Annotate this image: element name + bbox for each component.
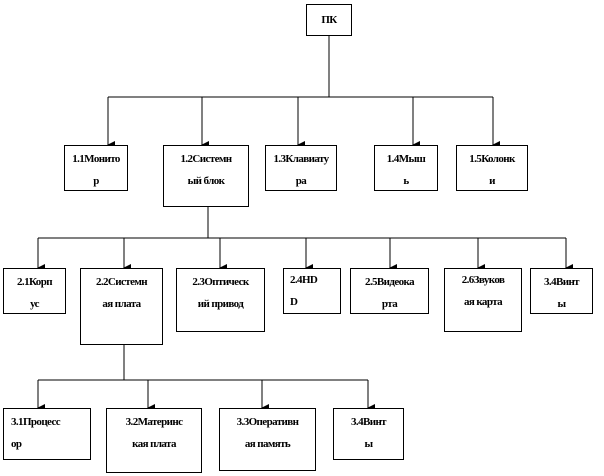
node-screws-l3: 3.4Винт ы <box>333 408 404 460</box>
node-label: 3.4Винт <box>351 416 387 428</box>
node-label: 1.5Колонк <box>469 153 515 165</box>
node-label: ая память <box>244 438 291 450</box>
node-label: и <box>489 175 495 187</box>
node-label: ь <box>403 175 409 187</box>
node-label: кая плата <box>132 438 176 450</box>
node-label: 2.1Корп <box>17 276 53 288</box>
node-video-card: 2.5Видеока рта <box>350 268 429 314</box>
node-ram: 3.3Оперативн ая память <box>219 408 316 471</box>
node-case: 2.1Корп ус <box>3 268 66 314</box>
node-label: ый блок <box>187 175 225 187</box>
node-label: ПК <box>321 14 337 26</box>
node-label: 2.5Видеока <box>364 276 415 288</box>
node-label: 2.2Системн <box>95 276 148 288</box>
node-pc: ПК <box>306 4 352 36</box>
node-keyboard: 1.3Клавиату ра <box>265 145 337 191</box>
node-label: ая плата <box>102 298 141 310</box>
node-sound-card: 2.6Звуков ая карта <box>444 268 522 332</box>
node-label: ы <box>364 438 374 450</box>
node-hdd: 2.4HD D <box>283 268 341 314</box>
node-speakers: 1.5Колонк и <box>456 145 528 191</box>
node-label: ус <box>30 298 39 310</box>
node-label: ор <box>11 438 22 450</box>
node-monitor: 1.1Монито р <box>64 145 128 191</box>
node-label: 1.3Клавиату <box>273 153 329 165</box>
node-label: 3.1Процесс <box>11 416 61 428</box>
node-label: ая карта <box>463 296 503 308</box>
node-motherboard: 3.2Материнс кая плата <box>106 408 202 473</box>
node-label: рта <box>381 298 398 310</box>
node-label: 1.2Системн <box>180 153 232 165</box>
node-label: ий привод <box>197 298 244 310</box>
node-label: 2.6Звуков <box>461 274 505 286</box>
node-optical-drive: 2.3Оптическ ий привод <box>176 268 265 332</box>
node-mouse: 1.4Мыш ь <box>374 145 438 191</box>
node-label: D <box>290 296 298 308</box>
node-processor: 3.1Процесс ор <box>3 408 91 460</box>
node-label: 3.2Материнс <box>125 416 183 428</box>
node-label: 2.4HD <box>290 274 318 286</box>
node-label: 1.4Мыш <box>386 153 426 165</box>
node-label: ы <box>557 298 567 310</box>
node-label: 3.3Оперативн <box>236 416 299 428</box>
node-system-unit: 1.2Системн ый блок <box>163 145 249 207</box>
node-label: 2.3Оптическ <box>192 276 249 288</box>
node-label: 3.4Винт <box>544 276 580 288</box>
node-screws-l2: 3.4Винт ы <box>530 268 593 314</box>
node-label: ра <box>295 175 307 187</box>
node-label: р <box>93 175 99 187</box>
node-motherboard-system: 2.2Системн ая плата <box>80 268 163 345</box>
node-label: 1.1Монито <box>72 153 120 165</box>
